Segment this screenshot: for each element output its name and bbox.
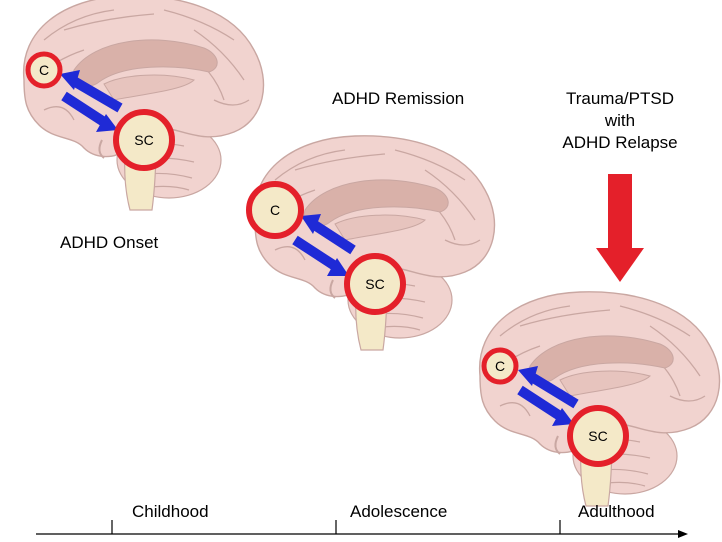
svg-text:Trauma/PTSD: Trauma/PTSD <box>566 89 674 108</box>
brain-stage-onset: C SC <box>22 0 265 211</box>
period-label-adulthood: Adulthood <box>578 502 655 521</box>
subcortex-ring <box>567 405 629 467</box>
brain-illustration <box>253 134 496 351</box>
subcortex-ring <box>344 253 406 315</box>
period-label-childhood: Childhood <box>132 502 209 521</box>
subcortex-label: SC <box>588 428 607 444</box>
period-label-adolescence: Adolescence <box>350 502 447 521</box>
connection-arrows <box>517 366 579 426</box>
brain-stage-relapse: C SC <box>478 290 721 507</box>
timeline-arrowhead <box>678 530 688 538</box>
timeline: Childhood Adolescence Adulthood <box>36 502 688 538</box>
stage-label-onset: ADHD Onset <box>60 233 159 252</box>
connection-arrows <box>60 70 123 132</box>
cortex-ring <box>246 181 304 239</box>
cortex-label: C <box>495 358 505 374</box>
cortex-label: C <box>39 62 49 78</box>
cortex-ring <box>481 347 519 385</box>
connection-arrows <box>292 214 356 276</box>
cortex-label: C <box>270 202 280 218</box>
brain-illustration <box>478 290 721 507</box>
subcortex-label: SC <box>134 132 153 148</box>
stage-label-relapse: Trauma/PTSD with ADHD Relapse <box>562 89 677 152</box>
brain-illustration <box>22 0 265 211</box>
stage-label-remission: ADHD Remission <box>332 89 464 108</box>
brain-stage-remission: C SC <box>246 134 496 351</box>
cortex-ring <box>25 51 63 89</box>
svg-text:with: with <box>604 111 635 130</box>
subcortex-label: SC <box>365 276 384 292</box>
svg-text:ADHD Relapse: ADHD Relapse <box>562 133 677 152</box>
relapse-arrow <box>596 174 644 282</box>
subcortex-ring <box>113 109 175 171</box>
